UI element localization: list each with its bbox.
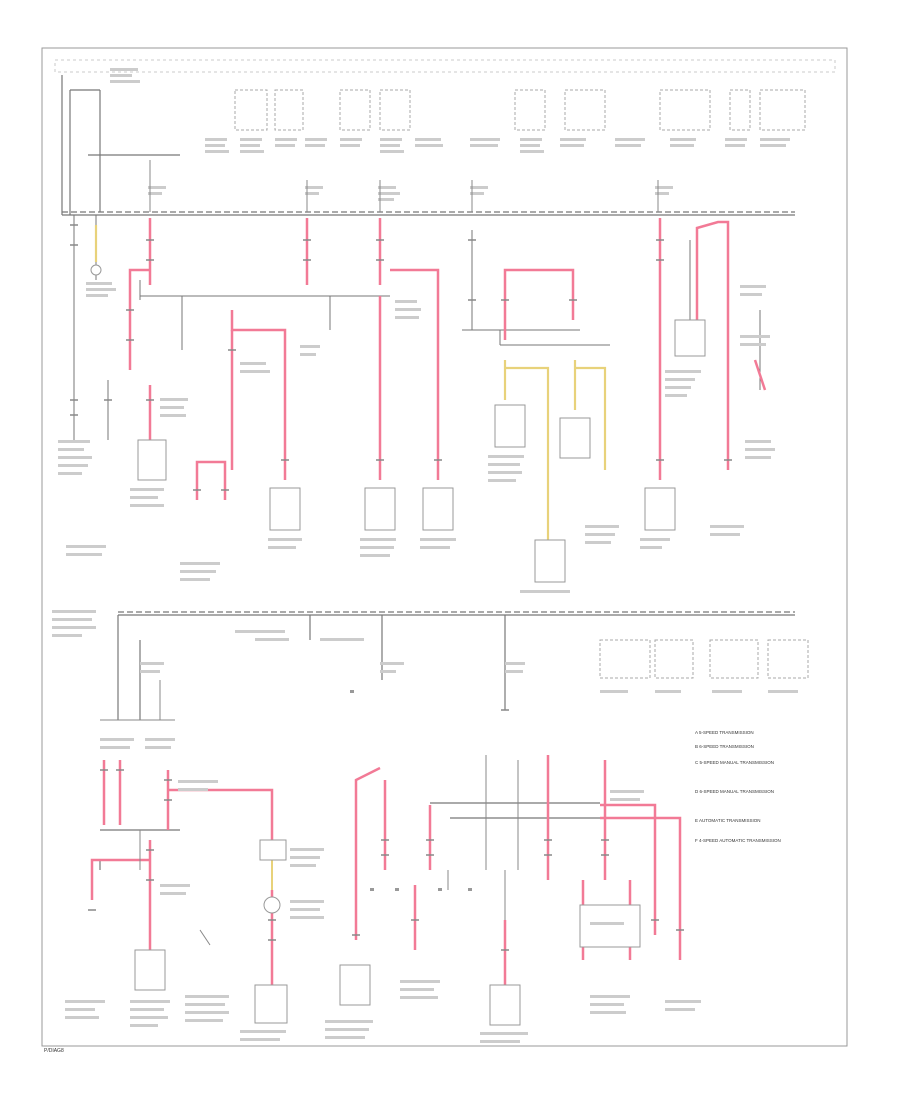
note-d: D 6-SPEED MANUAL TRANSMISSION — [695, 789, 774, 794]
lower-gray-wires — [100, 680, 519, 946]
upper-label-blocks — [58, 282, 775, 593]
inner-frame — [54, 59, 836, 73]
lower-pink-wires — [90, 755, 682, 985]
top-bus — [61, 75, 795, 216]
lower-component-boxes — [134, 839, 641, 1026]
upper-connector-ticks — [70, 224, 732, 491]
notes-legend: A 5-SPEED TRANSMISSION B 6-SPEED TRANSMI… — [695, 730, 781, 843]
upper-yellow-wires — [94, 225, 607, 540]
lower-bus — [99, 611, 795, 870]
note-c: C 5-SPEED MANUAL TRANSMISSION — [695, 760, 774, 765]
note-e: E AUTOMATIC TRANSMISSION — [695, 818, 761, 823]
note-a: A 5-SPEED TRANSMISSION — [695, 730, 754, 735]
top-drop-lines — [149, 160, 659, 212]
note-b: B 6-SPEED TRANSMISSION — [695, 744, 754, 749]
upper-gray-wires — [73, 215, 761, 440]
top-label-blocks — [110, 68, 790, 201]
upper-component-boxes — [90, 264, 706, 583]
lower-connector-ticks — [88, 709, 684, 951]
lower-fuse-boxes — [599, 639, 809, 679]
upper-pink-wires — [128, 218, 767, 500]
lower-label-blocks — [52, 610, 798, 1043]
note-f: F 4-SPEED AUTOMATIC TRANSMISSION — [695, 838, 781, 843]
outer-frame — [41, 47, 848, 1047]
top-fuse-boxes — [234, 89, 806, 131]
footer-code: P/DIAG8 — [44, 1048, 64, 1054]
lower-small-markers — [350, 690, 472, 891]
